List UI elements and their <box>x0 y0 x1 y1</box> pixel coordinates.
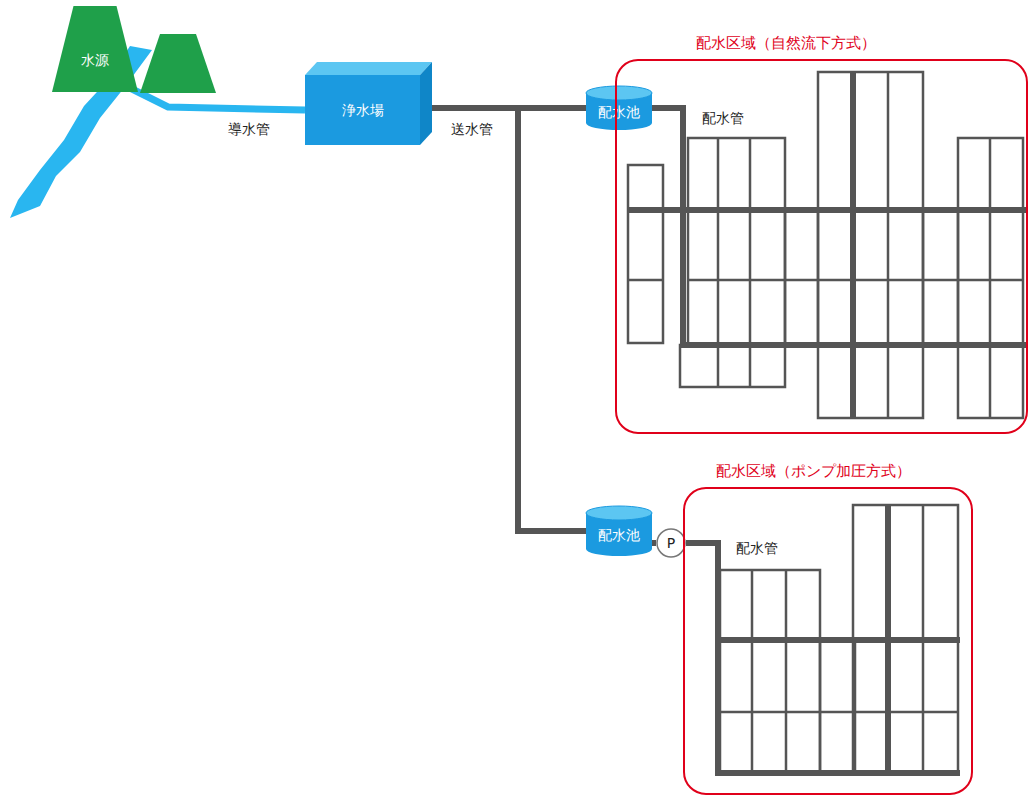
main-pipe <box>718 637 960 643</box>
node-text: 配水区域（自然流下方式） <box>693 34 879 52</box>
main-pipe <box>652 108 683 345</box>
node-text: 配水区域（ポンプ加圧方式） <box>713 462 914 480</box>
street-block <box>688 138 785 345</box>
distribution-main <box>628 72 1026 773</box>
street-block <box>785 210 818 345</box>
water-source: 水源 <box>52 6 138 92</box>
edge-label: 導水管 <box>226 121 272 138</box>
street-block <box>720 570 820 773</box>
distribution-grid <box>628 72 1023 773</box>
node-text: 水源 <box>81 52 109 69</box>
street-block <box>818 72 923 418</box>
reservoir-tank: 配水池 <box>586 506 652 556</box>
pipe-label: 配水管 <box>734 540 780 557</box>
node-text: 浄水場 <box>342 102 384 119</box>
main-pipe <box>885 505 891 773</box>
pipe-label: 配水管 <box>700 110 746 127</box>
mountain <box>140 34 216 93</box>
street-block <box>958 138 1023 418</box>
node-text: P <box>667 535 675 552</box>
supply-pipe <box>652 540 656 546</box>
supply-pipe <box>432 108 586 531</box>
node-text: 配水池 <box>598 527 640 544</box>
treatment-plant: 浄水場 <box>305 62 432 145</box>
street-block <box>628 165 663 343</box>
shape-outline <box>615 30 1028 434</box>
node-text: 配水池 <box>598 104 640 121</box>
distribution-area: 配水区域（ポンプ加圧方式） <box>683 458 973 795</box>
distribution-area: 配水区域（自然流下方式） <box>615 30 1028 434</box>
reservoir-tank: 配水池 <box>586 86 652 130</box>
street-block <box>923 210 958 345</box>
main-pipe <box>686 543 960 773</box>
street-block <box>680 345 785 387</box>
edge-label: 送水管 <box>449 121 495 138</box>
main-pipe <box>628 207 1026 213</box>
main-pipe <box>850 72 856 418</box>
shape-outline <box>683 458 973 795</box>
street-block <box>820 640 855 773</box>
pump-circle: P <box>656 528 686 558</box>
shape-outline <box>52 6 138 92</box>
